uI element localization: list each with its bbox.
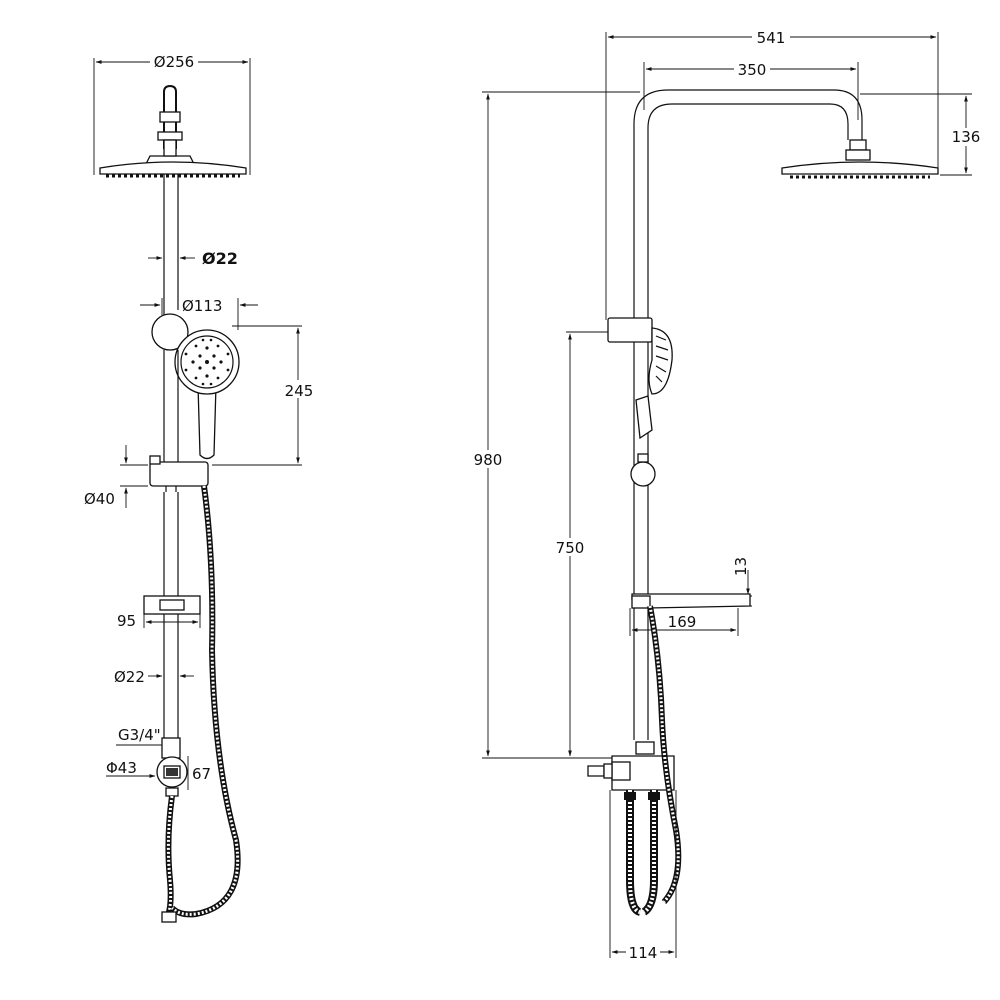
side-slider-handset [607, 317, 673, 440]
total-reach-dimension: 541 [605, 28, 939, 320]
front-lower-rail [163, 492, 179, 738]
total-height-label: 980 [474, 451, 503, 469]
holder-diameter-dimension: Ø40 [84, 445, 148, 508]
shelf-width-label: 95 [117, 612, 136, 630]
base-width-label: 114 [629, 944, 658, 962]
handset-diameter-label: Ø113 [182, 297, 222, 315]
side-shelf [631, 593, 751, 609]
head-diameter-label: Ø256 [154, 53, 194, 71]
front-shower-head [99, 84, 247, 178]
slider-height-label: 750 [556, 539, 585, 557]
side-hoses [624, 605, 682, 916]
upper-rail-diameter-label: Ø22 [202, 249, 238, 268]
front-shelf [143, 595, 201, 615]
front-handset [151, 313, 240, 460]
lower-rail-diameter-label: Ø22 [114, 668, 145, 686]
handset-diameter-dimension: Ø113 [140, 297, 258, 330]
base-width-dimension: 114 [609, 790, 677, 962]
side-shower-head [781, 139, 939, 179]
shelf-depth-label: 169 [668, 613, 697, 631]
thread-size-callout: G3/4" [116, 726, 166, 746]
front-hoses [161, 485, 241, 923]
arm-reach-dimension: 350 [643, 60, 859, 120]
side-diverter [587, 741, 675, 791]
front-diverter [156, 737, 188, 797]
lower-rail-diameter-dimension: Ø22 [114, 668, 194, 686]
slider-height-dimension: 750 [552, 331, 610, 757]
upper-rail-diameter-dimension: Ø22 [148, 249, 238, 268]
head-drop-dimension: 136 [860, 93, 984, 176]
diverter-height-label: 67 [192, 765, 211, 783]
side-riser-arm [633, 89, 863, 740]
total-height-dimension: 980 [470, 91, 640, 759]
head-drop-label: 136 [952, 128, 981, 146]
front-slider-holder [149, 350, 209, 492]
shelf-depth-dimension: 169 [629, 608, 739, 636]
front-upper-rail [163, 174, 179, 330]
head-diameter-dimension: Ø256 [93, 50, 251, 175]
arm-reach-label: 350 [738, 61, 767, 79]
total-reach-label: 541 [757, 29, 786, 47]
shelf-thickness-label: 13 [732, 557, 750, 576]
handset-height-label: 245 [285, 382, 314, 400]
side-holder [630, 453, 656, 487]
diverter-dimension: Φ43 67 [106, 756, 211, 790]
shelf-width-dimension: 95 [117, 612, 201, 630]
diverter-diameter-label: Φ43 [106, 759, 137, 777]
handset-height-dimension: 245 [212, 325, 316, 466]
holder-diameter-label: Ø40 [84, 490, 115, 508]
thread-size-label: G3/4" [118, 726, 161, 744]
front-view: Ø256 Ø22 Ø113 [84, 50, 316, 923]
side-view: 541 350 136 980 [470, 28, 984, 962]
